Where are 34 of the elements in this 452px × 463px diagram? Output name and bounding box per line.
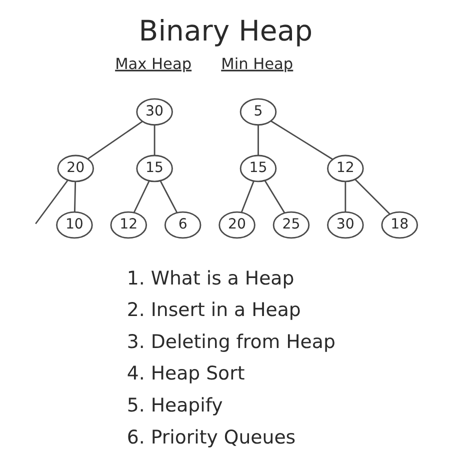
connector xyxy=(88,120,143,160)
node-ellipse: 25 xyxy=(272,211,310,239)
label: 6. Priority Queues xyxy=(126,427,296,448)
node-ellipse: 10 xyxy=(56,211,93,239)
label: 5. Heapify xyxy=(126,396,223,417)
node-ellipse: 30 xyxy=(327,211,364,239)
label: 1. What is a Heap xyxy=(126,268,294,290)
label: 2. Insert in a Heap xyxy=(126,300,301,322)
connector xyxy=(154,125,156,156)
node-ellipse: 18 xyxy=(381,211,418,239)
connector xyxy=(35,180,68,224)
node-ellipse: 20 xyxy=(218,211,256,239)
node-ellipse: 15 xyxy=(136,154,173,182)
label: 3. Deleting from Heap xyxy=(126,332,336,353)
diagram-title: Binary Heap xyxy=(138,14,313,48)
node-ellipse: 12 xyxy=(327,154,364,182)
node-ellipse: 30 xyxy=(136,98,173,126)
node-ellipse: 6 xyxy=(164,211,202,239)
label: 4. Heap Sort xyxy=(126,364,245,385)
connector xyxy=(74,182,76,212)
connector xyxy=(344,182,346,212)
connector xyxy=(160,180,178,214)
node-ellipse: 15 xyxy=(240,154,277,182)
connector xyxy=(133,180,150,213)
connector xyxy=(264,180,286,214)
node-ellipse: 12 xyxy=(110,211,148,239)
connector xyxy=(240,180,254,213)
node-ellipse: 20 xyxy=(57,154,94,182)
connector xyxy=(354,179,390,214)
node-ellipse: 5 xyxy=(240,98,277,126)
connector xyxy=(270,120,333,160)
label: Min Heap xyxy=(221,54,294,73)
connector xyxy=(258,125,259,156)
label: Max Heap xyxy=(115,54,192,73)
